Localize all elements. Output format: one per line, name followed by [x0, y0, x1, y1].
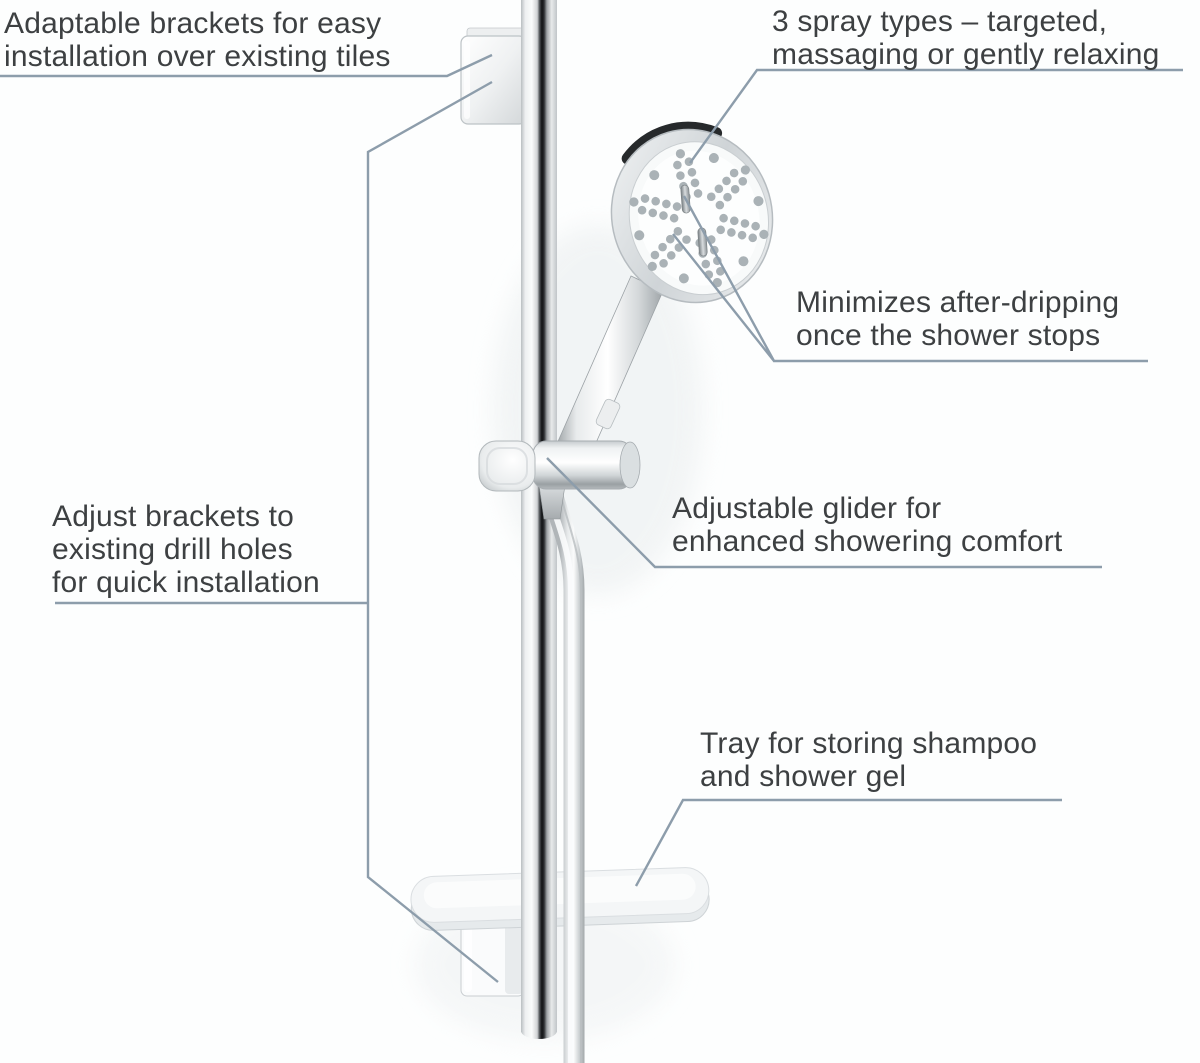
label-tray: Tray for storing shampoo and shower gel [700, 727, 1038, 793]
nozzle-dots [626, 146, 771, 290]
glider [478, 440, 641, 492]
top-bracket [460, 27, 527, 125]
label-glider: Adjustable glider for enhanced showering… [672, 492, 1063, 558]
glider-knob [478, 440, 536, 492]
shower-head [610, 121, 774, 304]
label-spray-types: 3 spray types – targeted, massaging or g… [772, 5, 1160, 71]
shelf-tray [410, 867, 710, 931]
leader-adjust-brackets [55, 80, 499, 983]
leader-glider [546, 457, 1102, 569]
leader-adaptable-brackets [0, 53, 493, 78]
leader-after-dripping [672, 195, 1148, 363]
label-adaptable-brackets: Adaptable brackets for easy installation… [4, 7, 391, 73]
leader-spray-types [689, 68, 1183, 164]
handle-logo-badge [595, 398, 621, 430]
leader-tray [634, 798, 1062, 887]
label-adjust-brackets: Adjust brackets to existing drill holes … [52, 500, 320, 599]
label-after-dripping: Minimizes after-dripping once the shower… [796, 286, 1120, 352]
